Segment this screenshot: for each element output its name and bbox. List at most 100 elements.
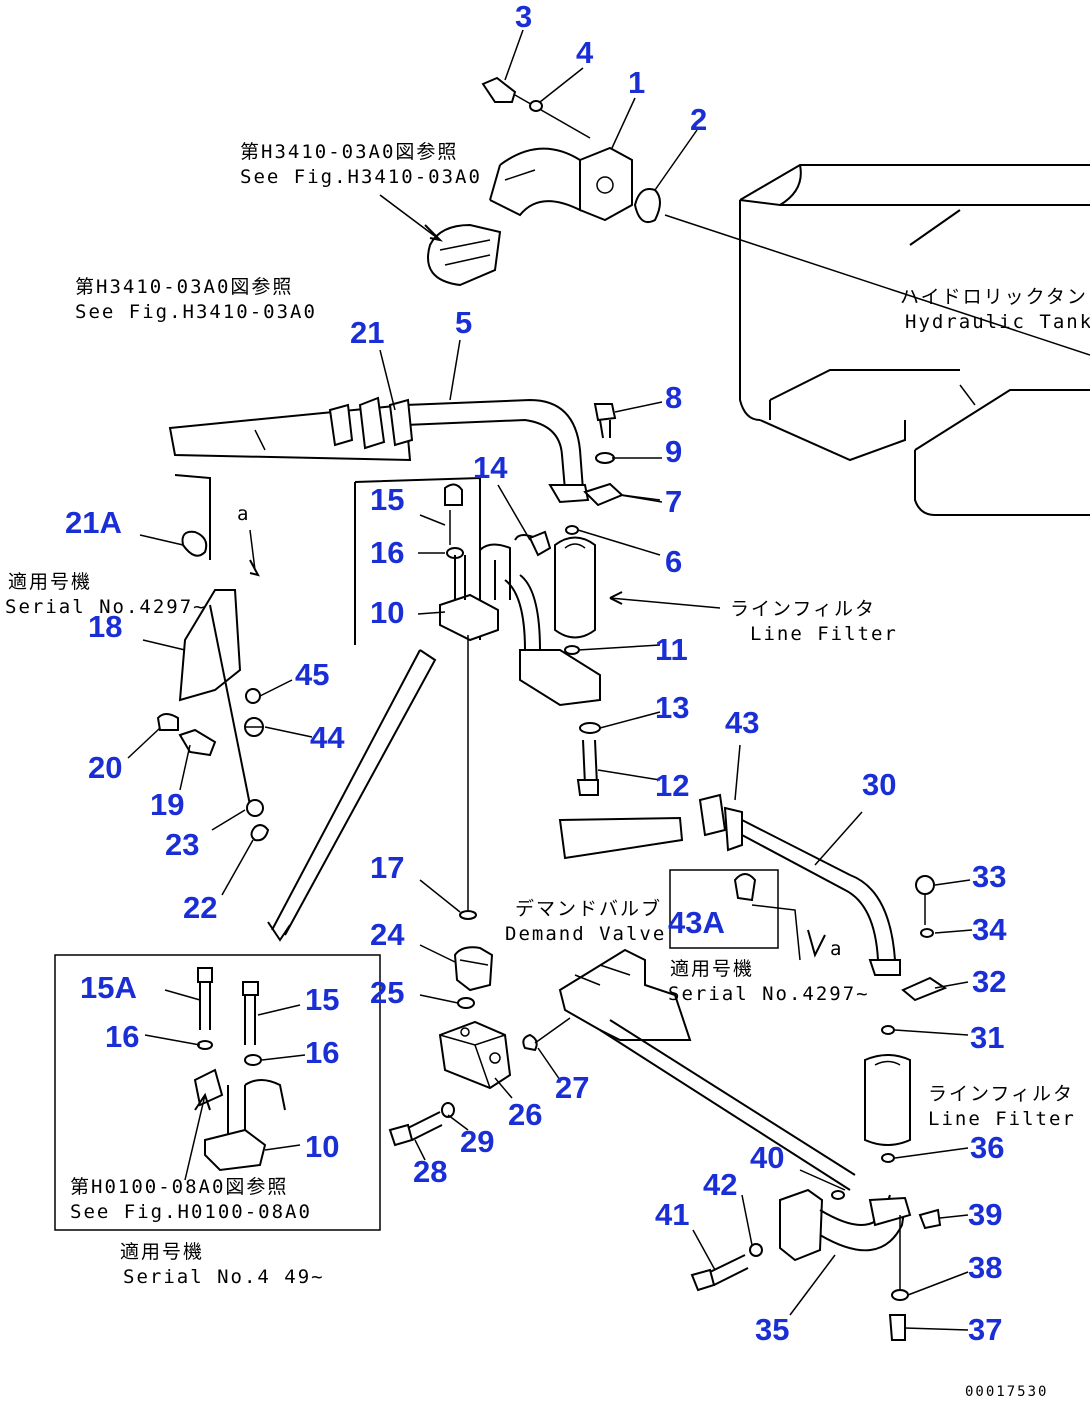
pipe-5 <box>168 396 590 504</box>
callout-4: 4 <box>576 35 594 70</box>
callout-14: 14 <box>473 450 508 485</box>
callout-26: 26 <box>508 1097 542 1132</box>
callout-32: 32 <box>972 964 1006 999</box>
pipe-30 <box>558 793 901 976</box>
arrow-label-a-2: a <box>830 938 843 960</box>
callout-42: 42 <box>703 1167 737 1202</box>
serial-note-1-jp: 適用号機 <box>8 571 92 593</box>
demand-valve-en: Demand Valve <box>505 923 666 945</box>
clamp-32 <box>901 976 948 1002</box>
callout-13: 13 <box>655 690 689 725</box>
callout-18: 18 <box>88 609 122 644</box>
callout-39: 39 <box>968 1197 1002 1232</box>
ref-note-left-en: See Fig.H3410-03A0 <box>75 301 317 323</box>
line-filter-assembly-2 <box>779 1054 942 1341</box>
callout-36: 36 <box>970 1130 1004 1165</box>
callout-20: 20 <box>88 750 122 785</box>
arrow-label-a-1: a <box>237 503 250 525</box>
ref-note-top-jp: 第H3410-03A0図参照 <box>240 141 458 163</box>
callout-33: 33 <box>972 859 1006 894</box>
callout-16: 16 <box>370 535 404 570</box>
callout-23: 23 <box>165 827 199 862</box>
callout-29: 29 <box>460 1124 494 1159</box>
serial-note-3-jp: 適用号機 <box>120 1241 204 1263</box>
callout-8: 8 <box>665 380 682 415</box>
line-filter-2-en: Line Filter <box>928 1108 1076 1130</box>
callout-16-inset-a: 16 <box>105 1019 139 1054</box>
bolt-41 <box>690 1243 763 1292</box>
line-filter-2-jp: ラインフィルタ <box>928 1083 1074 1105</box>
callout-19: 19 <box>150 787 184 822</box>
ref-note-box-en: See Fig.H0100-08A0 <box>70 1201 312 1223</box>
annotation-notes: 第H3410-03A0図参照 See Fig.H3410-03A0 第H3410… <box>5 141 1090 1400</box>
oring-25 <box>457 997 475 1009</box>
callout-31: 31 <box>970 1020 1004 1055</box>
cap-33 <box>915 875 935 895</box>
callout-28: 28 <box>413 1154 447 1189</box>
callout-35: 35 <box>755 1312 789 1347</box>
washer-34 <box>920 928 934 938</box>
callout-38: 38 <box>968 1250 1002 1285</box>
callout-15: 15 <box>370 482 404 517</box>
leader-lines <box>127 29 973 1331</box>
callout-labels: 3 4 1 2 21 5 8 9 7 14 15 16 6 21A 10 18 … <box>65 0 1007 1347</box>
callout-11: 11 <box>655 632 688 667</box>
inset-43A <box>669 869 826 961</box>
callout-24: 24 <box>370 917 405 952</box>
callout-15A: 15A <box>80 970 137 1005</box>
callout-9: 9 <box>665 434 682 469</box>
callout-1: 1 <box>628 65 645 100</box>
adapter-24 <box>453 946 494 992</box>
callout-40: 40 <box>750 1140 784 1175</box>
bolt-12 <box>576 722 601 796</box>
callout-3: 3 <box>515 0 532 34</box>
tank-label-jp: ハイドロリックタンク <box>900 286 1090 308</box>
line-filter-1-en: Line Filter <box>750 623 898 645</box>
demand-valve <box>522 948 856 1191</box>
callout-45: 45 <box>295 657 329 692</box>
bolt-8 <box>583 403 661 507</box>
hydraulic-tank <box>633 164 1090 516</box>
callout-43A: 43A <box>668 905 725 940</box>
callout-30: 30 <box>862 767 896 802</box>
callout-37: 37 <box>968 1312 1002 1347</box>
callout-10: 10 <box>370 595 404 630</box>
block-26 <box>438 1020 512 1090</box>
pipe-route-arrow <box>267 649 437 942</box>
ref-note-box-jp: 第H0100-08A0図参照 <box>70 1176 288 1198</box>
callout-43: 43 <box>725 705 759 740</box>
callout-17: 17 <box>370 850 404 885</box>
demand-valve-jp: デマンドバルブ <box>515 897 662 920</box>
line-filter-1-jp: ラインフィルタ <box>730 598 876 620</box>
callout-22: 22 <box>183 890 217 925</box>
bracket-18 <box>156 474 270 842</box>
callout-5: 5 <box>455 305 472 340</box>
inset-box-serial-4149 <box>54 954 381 1231</box>
callout-21: 21 <box>350 315 384 350</box>
callout-6: 6 <box>665 544 682 579</box>
callout-15-inset: 15 <box>305 982 339 1017</box>
callout-27: 27 <box>555 1070 589 1105</box>
oring-31 <box>881 1025 895 1035</box>
callout-2: 2 <box>690 102 707 137</box>
callout-21A: 21A <box>65 505 122 540</box>
serial-note-3-en: Serial No.4 49~ <box>123 1266 325 1288</box>
callout-16-inset-b: 16 <box>305 1035 339 1070</box>
suction-elbow-1 <box>379 146 633 287</box>
line-filter-assembly-1 <box>354 476 601 707</box>
oring-17 <box>459 910 477 920</box>
serial-note-2-en: Serial No.4297~ <box>668 983 870 1005</box>
callout-10-inset: 10 <box>305 1129 339 1164</box>
callout-12: 12 <box>655 768 689 803</box>
callout-44: 44 <box>310 720 345 755</box>
serial-note-1-en: Serial No.4297~ <box>5 596 207 618</box>
callout-34: 34 <box>972 912 1007 947</box>
ref-note-top-en: See Fig.H3410-03A0 <box>240 166 482 188</box>
callout-41: 41 <box>655 1197 689 1232</box>
ref-note-left-jp: 第H3410-03A0図参照 <box>75 276 293 298</box>
drawing-number: 00017530 <box>965 1384 1048 1400</box>
bolt-3 <box>481 76 591 139</box>
callout-25: 25 <box>370 975 404 1010</box>
